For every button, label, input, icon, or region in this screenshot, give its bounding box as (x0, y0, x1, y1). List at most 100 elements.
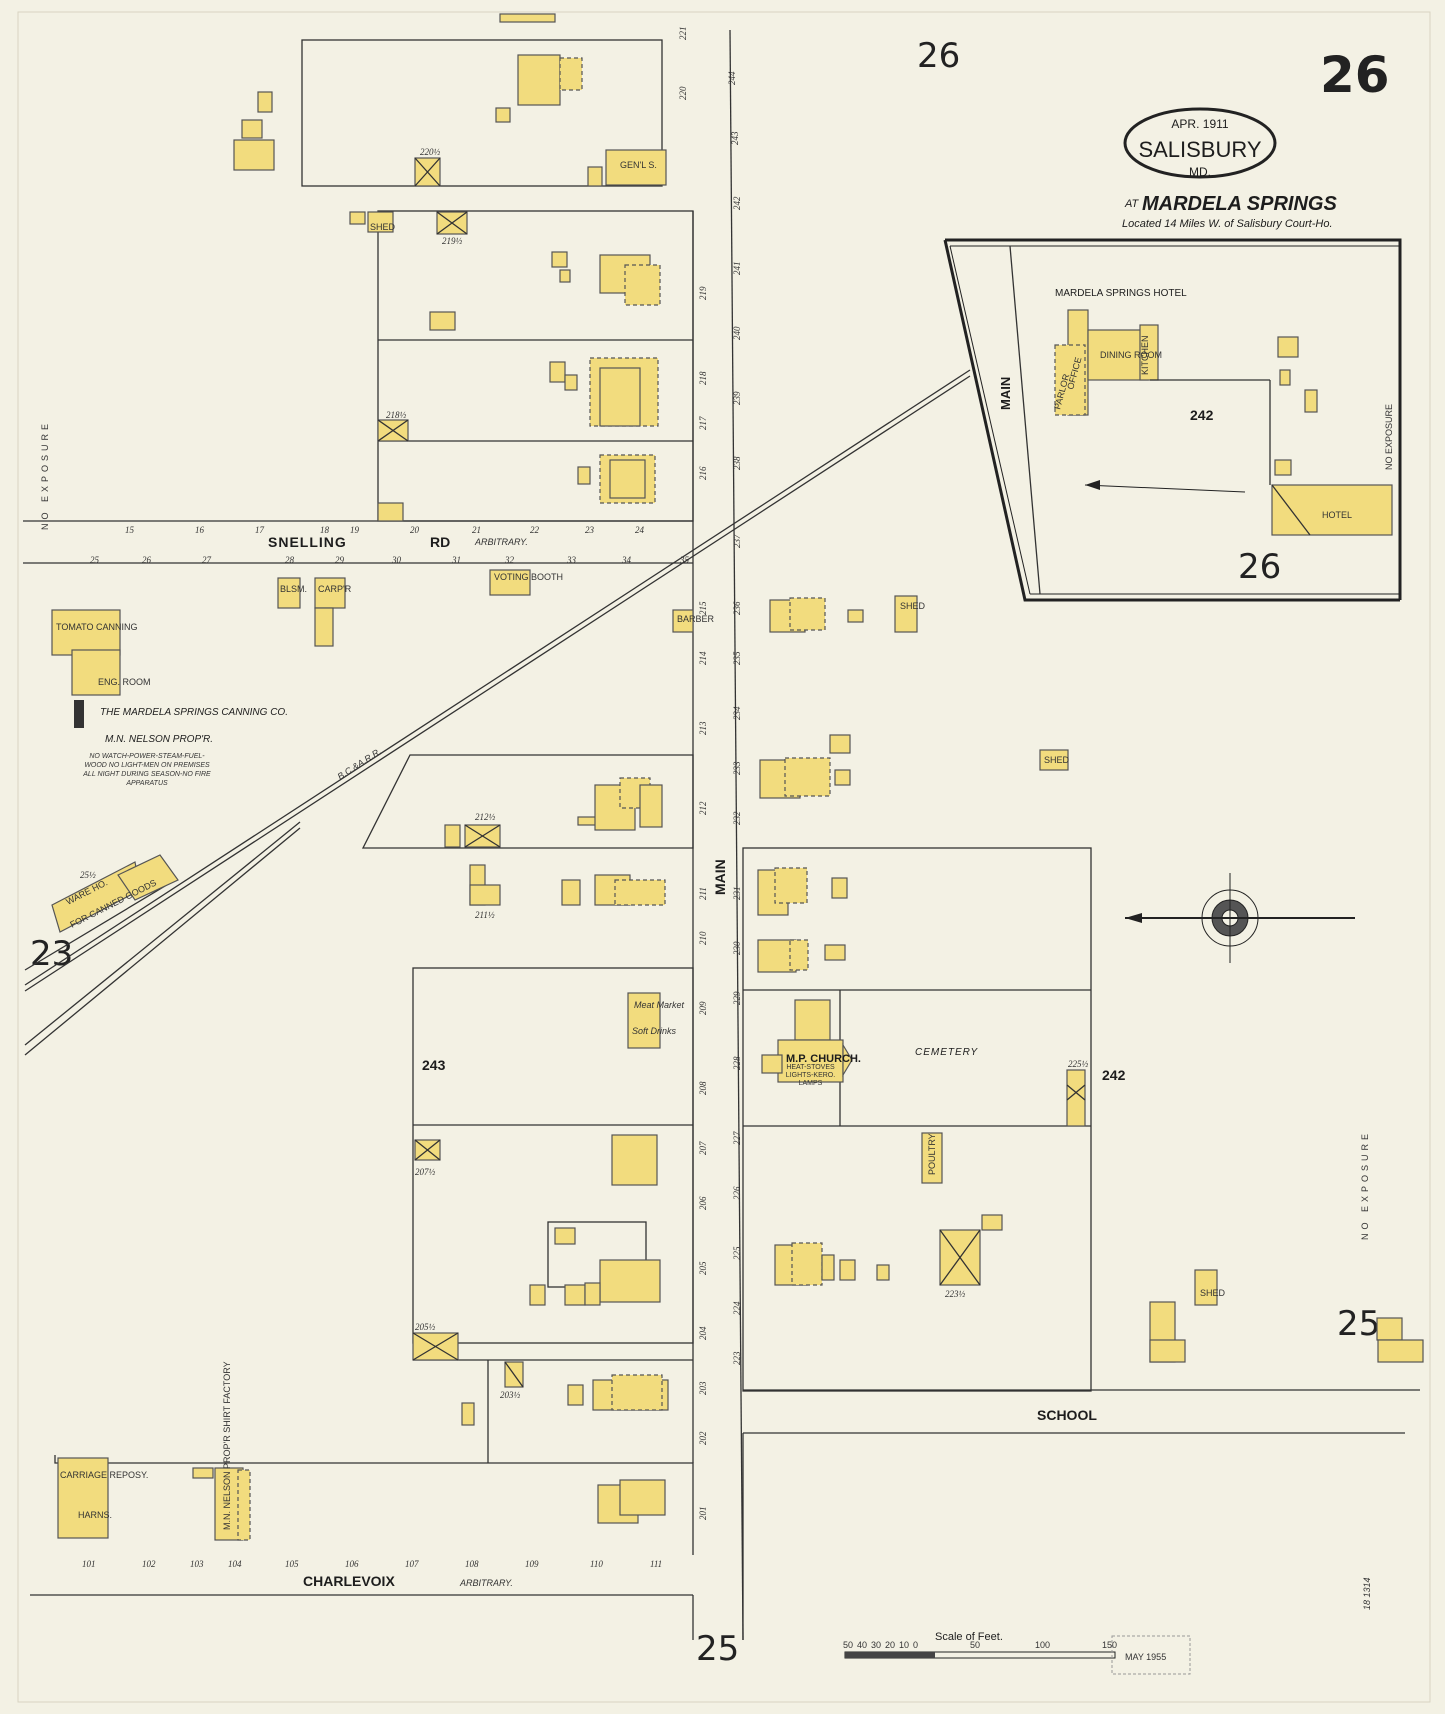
svg-text:230: 230 (732, 941, 742, 955)
svg-text:40: 40 (857, 1640, 867, 1650)
svg-text:203: 203 (698, 1381, 708, 1395)
svg-text:221: 221 (678, 27, 688, 41)
svg-text:MAY 1955: MAY 1955 (1125, 1652, 1166, 1662)
page-border (17, 11, 1431, 1703)
svg-text:216: 216 (698, 466, 708, 480)
shed-label-1: SHED (370, 222, 396, 232)
snelling-street: SNELLING (268, 534, 347, 550)
lot-numbers-main-west: 221 220 219 218 217 216 215 214 213 212 … (678, 27, 708, 1521)
sheet-number: 26 (1320, 46, 1390, 104)
cemetery-label: CEMETERY (915, 1047, 979, 1058)
svg-text:236: 236 (732, 601, 742, 615)
harness-label: HARNS. (78, 1510, 112, 1520)
svg-text:242: 242 (732, 196, 742, 210)
svg-text:107: 107 (405, 1559, 419, 1569)
svg-text:108: 108 (465, 1559, 479, 1569)
svg-text:208: 208 (698, 1081, 708, 1095)
svg-text:223½: 223½ (945, 1289, 966, 1299)
svg-text:104: 104 (228, 1559, 242, 1569)
svg-text:209: 209 (698, 1001, 708, 1015)
svg-text:218½: 218½ (386, 410, 407, 420)
voting-booth-label: VOTING BOOTH (494, 572, 563, 582)
svg-text:103: 103 (190, 1559, 204, 1569)
svg-text:211½: 211½ (475, 910, 495, 920)
svg-text:102: 102 (142, 1559, 156, 1569)
school-street: SCHOOL (1037, 1407, 1097, 1423)
state-name: MD. (1189, 165, 1211, 179)
svg-text:0: 0 (913, 1640, 918, 1650)
svg-text:231: 231 (732, 887, 742, 901)
church-label: M.P. CHURCH. (786, 1053, 861, 1065)
svg-text:210: 210 (698, 931, 708, 945)
svg-text:232: 232 (732, 811, 742, 825)
block-242-inset: 242 (1190, 407, 1214, 423)
cannery-owner: M.N. NELSON PROP'R. (105, 734, 213, 745)
svg-text:150: 150 (1102, 1640, 1117, 1650)
genl-store-label: GEN'L S. (620, 160, 657, 170)
no-exposure-left: NO EXPOSURE (40, 420, 50, 530)
svg-text:18: 18 (320, 525, 330, 535)
svg-text:35: 35 (679, 555, 690, 565)
svg-text:15: 15 (125, 525, 135, 535)
hotel-title: MARDELA SPRINGS HOTEL (1055, 288, 1187, 299)
svg-text:100: 100 (1035, 1640, 1050, 1650)
svg-text:235: 235 (732, 651, 742, 665)
scale-title: Scale of Feet. (935, 1631, 1003, 1643)
svg-text:214: 214 (698, 651, 708, 665)
svg-text:215: 215 (698, 601, 708, 615)
svg-text:226: 226 (732, 1186, 742, 1200)
block-outlines (54, 39, 1420, 1640)
blsm-label: BLSM. (280, 584, 307, 594)
svg-text:20: 20 (885, 1640, 895, 1650)
svg-text:238: 238 (732, 456, 742, 470)
svg-text:19: 19 (350, 525, 360, 535)
church-note: HEAT-STOVES LIGHTS-KERO. LAMPS (785, 1064, 836, 1087)
svg-text:205½: 205½ (415, 1322, 436, 1332)
buildings-block-243: Meat Market Soft Drinks (412, 992, 685, 1524)
svg-text:101: 101 (82, 1559, 96, 1569)
svg-text:110: 110 (590, 1559, 603, 1569)
hotel-inset: MAIN MARDELA SPRINGS HOTEL DINING ROOM O… (943, 238, 1402, 602)
svg-text:33: 33 (566, 555, 577, 565)
svg-text:34: 34 (621, 555, 632, 565)
soft-drinks-label: Soft Drinks (632, 1026, 677, 1036)
svg-text:50: 50 (843, 1640, 853, 1650)
lot-numbers-snelling: 25 26 27 28 29 30 31 32 33 34 35 (90, 555, 690, 565)
svg-text:26: 26 (142, 555, 152, 565)
svg-text:20: 20 (410, 525, 420, 535)
hotel-label: HOTEL (1322, 510, 1352, 520)
adjoin-top: 26 (917, 36, 960, 76)
buildings-charlevoix: CARRIAGE REPOSY. HARNS. M.N. NELSON PROP… (57, 1361, 251, 1541)
corner-note: 18 1314 (1362, 1577, 1372, 1610)
svg-text:229: 229 (732, 991, 742, 1005)
svg-text:109: 109 (525, 1559, 539, 1569)
svg-text:219: 219 (698, 286, 708, 300)
svg-text:29: 29 (335, 555, 345, 565)
location-note: Located 14 Miles W. of Salisbury Court-H… (1122, 218, 1333, 230)
main-street: MAIN (712, 859, 728, 895)
adjoin-inset: 26 (1238, 547, 1281, 587)
svg-text:225: 225 (732, 1246, 742, 1260)
svg-text:207: 207 (698, 1141, 708, 1155)
svg-text:25: 25 (90, 555, 100, 565)
railroad-label: B.C.&A.R.R. (336, 746, 383, 782)
buildings-snelling-north (377, 251, 661, 522)
svg-text:206: 206 (698, 1196, 708, 1210)
svg-text:212: 212 (698, 801, 708, 815)
inset-main-street: MAIN (998, 377, 1013, 410)
svg-text:213: 213 (698, 721, 708, 735)
svg-text:243: 243 (730, 131, 740, 145)
poultry-label: POULTRY (927, 1133, 937, 1175)
lot-numbers-top: 15 16 17 18 19 20 21 22 23 24 (125, 525, 645, 535)
compass-icon (1125, 873, 1355, 963)
tomato-canning-label: TOMATO CANNING (56, 622, 138, 632)
svg-text:16: 16 (195, 525, 205, 535)
svg-text:218: 218 (698, 371, 708, 385)
engine-room-label: ENG. ROOM (98, 677, 151, 687)
svg-text:21: 21 (472, 525, 481, 535)
kitchen-label: KITCHEN (1140, 335, 1150, 375)
place-name: MARDELA SPRINGS (1142, 193, 1337, 215)
svg-text:202: 202 (698, 1431, 708, 1445)
svg-text:228: 228 (732, 1056, 742, 1070)
